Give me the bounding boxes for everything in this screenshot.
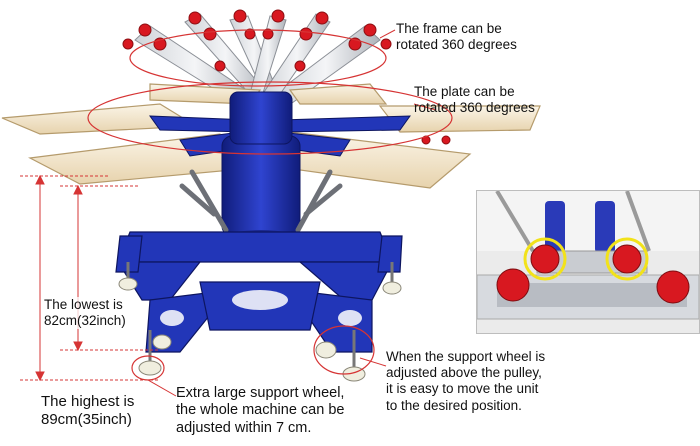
frame-rotation-line-1: The frame can be bbox=[396, 21, 502, 36]
base-cutouts bbox=[160, 290, 362, 326]
highest-height-note: The highest is 89cm(35inch) bbox=[41, 393, 134, 429]
support-wheels bbox=[118, 262, 402, 382]
pulley-note-line-3: it is easy to move the unit bbox=[386, 381, 539, 397]
gas-springs bbox=[179, 169, 343, 233]
pulley-note-line-1: When the support wheel is bbox=[386, 349, 546, 364]
lowest-height-line-1: The lowest is bbox=[44, 297, 123, 312]
lowest-height-line-2: 82cm(32inch) bbox=[44, 313, 126, 329]
support-wheel-line-3: adjusted within 7 cm. bbox=[176, 419, 312, 436]
annotation-leaders bbox=[147, 29, 437, 397]
pulley-note-line-2: adjusted above the pulley, bbox=[386, 365, 542, 381]
central-column bbox=[221, 91, 301, 246]
closeup-knobs-illustration bbox=[477, 191, 699, 333]
highest-height-line-2: 89cm(35inch) bbox=[41, 411, 132, 428]
support-wheel-note: Extra large support wheel, the whole mac… bbox=[176, 385, 344, 437]
inset-closeup-photo bbox=[476, 190, 700, 334]
printing-pallets bbox=[1, 83, 541, 189]
plate-rotation-line-1: The plate can be bbox=[414, 84, 515, 99]
highest-height-line-1: The highest is bbox=[41, 393, 135, 410]
support-wheel-line-2: the whole machine can be bbox=[176, 402, 345, 419]
plate-rotation-line-2: rotated 360 degrees bbox=[414, 100, 535, 116]
support-wheel-line-1: Extra large support wheel, bbox=[176, 385, 345, 401]
frame-red-knobs bbox=[122, 9, 392, 72]
lowest-height-note: The lowest is 82cm(32inch) bbox=[44, 297, 126, 330]
support-wheel-pulley-note: When the support wheel is adjusted above… bbox=[386, 349, 545, 414]
plate-rotation-note: The plate can be rotated 360 degrees bbox=[414, 84, 535, 116]
pulley-note-line-4: to the desired position. bbox=[386, 397, 522, 413]
frame-rotation-note: The frame can be rotated 360 degrees bbox=[396, 21, 517, 53]
frame-rotation-line-2: rotated 360 degrees bbox=[396, 37, 517, 53]
